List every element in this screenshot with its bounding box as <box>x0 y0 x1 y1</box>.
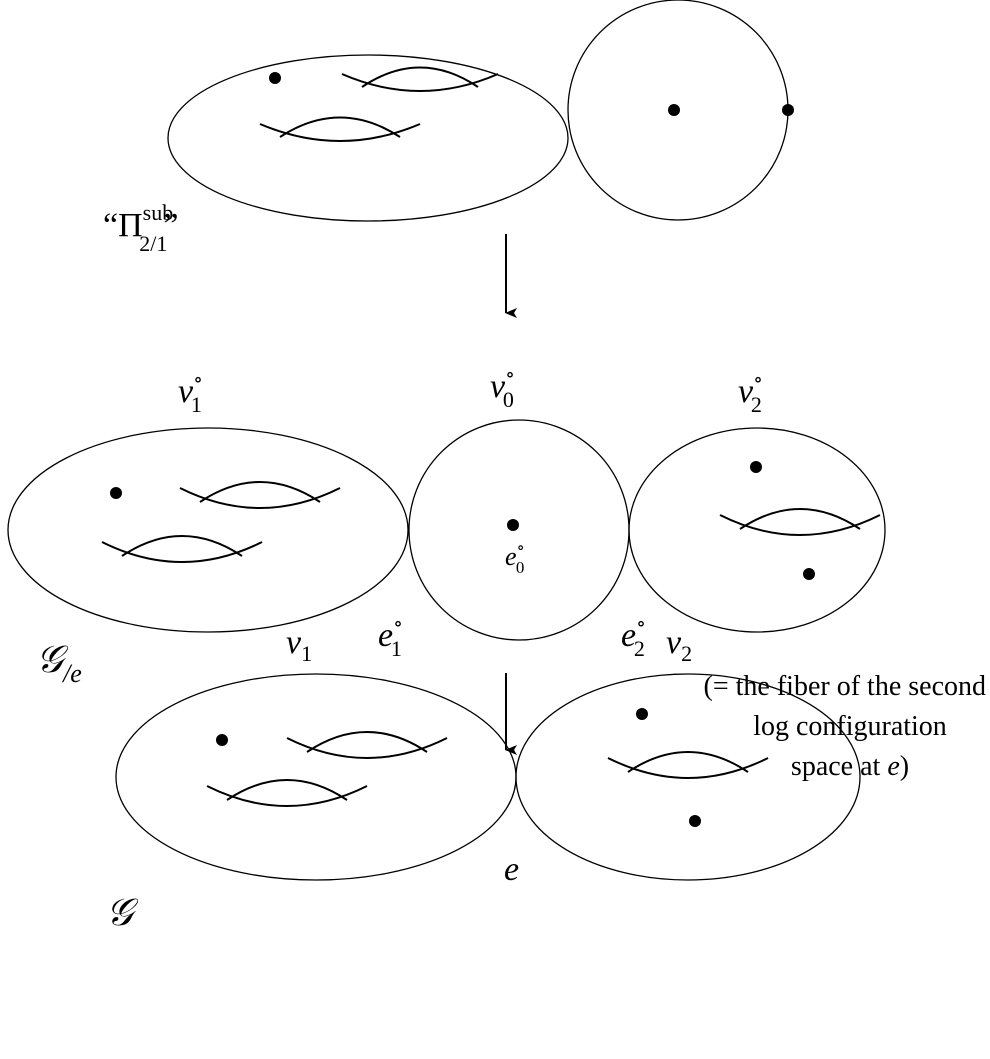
e2-circ-label: e∘2 <box>621 613 646 661</box>
handle-curve <box>199 481 321 503</box>
marked-point <box>668 104 680 116</box>
handle-curve <box>279 116 401 138</box>
marked-point <box>216 734 228 746</box>
e-label: e <box>504 851 519 888</box>
marked-point <box>782 104 794 116</box>
handle-curve <box>627 751 749 773</box>
v0-circ-component <box>408 419 630 641</box>
handle-curve <box>739 508 861 530</box>
marked-point <box>750 461 762 473</box>
handle-curve <box>361 66 479 88</box>
v0-circ-label: v∘0 <box>490 364 515 412</box>
v1-circ-label: v∘1 <box>178 369 203 417</box>
handle-curve <box>719 514 881 536</box>
v2-component <box>515 673 861 881</box>
handle-curve <box>121 535 243 557</box>
handle-curve <box>286 737 448 759</box>
v2-label: v2 <box>666 624 692 666</box>
handle-curve <box>341 73 499 92</box>
middle-surface: v∘1 v∘0 v∘2 e∘0 e∘1 e∘2 𝒢/e <box>7 364 886 688</box>
note-line-3: space at e) <box>791 751 909 782</box>
e0-circ-label: e∘0 <box>505 538 525 577</box>
handle-curve <box>101 541 263 563</box>
handle-curve <box>206 785 368 807</box>
handle-curve <box>306 731 428 753</box>
v2-circ-component <box>628 427 886 633</box>
handle-curve <box>607 757 769 779</box>
note-line-2: log configuration <box>753 711 947 742</box>
bottom-surface: v1 v2 e 𝒢 <box>106 624 861 934</box>
v2-circ-label: v∘2 <box>738 369 763 417</box>
g-quot-label: 𝒢/e <box>36 637 82 688</box>
top-genus2-component <box>167 54 569 222</box>
v1-circ-component <box>7 427 409 633</box>
g-label: 𝒢 <box>106 890 139 934</box>
handle-curve <box>259 123 421 142</box>
note-line-1: (= the fiber of the second <box>704 671 986 702</box>
handle-curve <box>226 779 348 801</box>
marked-point <box>803 568 815 580</box>
handle-curve <box>179 487 341 509</box>
e1-circ-label: e∘1 <box>378 613 403 661</box>
v1-label: v1 <box>286 624 312 666</box>
marked-point <box>110 487 122 499</box>
marked-point <box>507 519 519 531</box>
fiber-note: (= the fiber of the second log configura… <box>704 671 986 782</box>
marked-point <box>689 815 701 827</box>
marked-point <box>636 708 648 720</box>
marked-point <box>269 72 281 84</box>
v1-component <box>115 673 517 881</box>
